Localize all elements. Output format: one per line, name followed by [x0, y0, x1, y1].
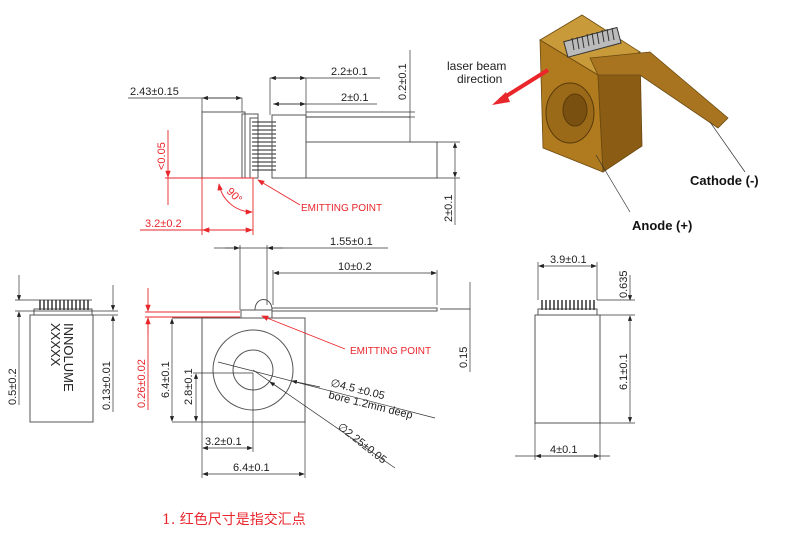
angle-label: 90° [224, 186, 244, 206]
dim-label: 3.9±0.1 [550, 254, 587, 266]
top-view: 2.43±0.15 2.2±0.1 2±0.1 0.2±0.1 2±0.1 <0… [128, 50, 460, 235]
dim-label: 0.15 [458, 347, 470, 368]
cathode-label: Cathode (-) [690, 173, 759, 188]
anode-label: Anode (+) [632, 218, 692, 233]
dim-label: 0.635 [618, 270, 630, 298]
dim-label: 3.2±0.2 [145, 218, 182, 230]
side-view: INNOLUME XXXXX 0.5±0.2 0.13±0.01 [7, 275, 118, 423]
dim-label: 0.5±0.2 [7, 368, 19, 405]
dim-label: 0.13±0.01 [101, 361, 113, 410]
dim-label: 1.55±0.1 [330, 236, 373, 248]
dim-label: 2±0.1 [443, 195, 455, 222]
diameter-label: ∅2.25±0.05 [335, 421, 388, 466]
marking-text: XXXXX [48, 323, 63, 367]
emitting-point-label: EMITTING POINT [350, 346, 431, 357]
beam-label: direction [457, 72, 502, 86]
note-text: 1. 红色尺寸是指交汇点 [162, 512, 306, 528]
dim-label: 6.1±0.1 [618, 353, 630, 390]
dim-label: 2±0.1 [341, 92, 368, 104]
front-view: 1.55±0.1 10±0.2 0.15 6.4±0.1 2.8±0.1 3.2… [136, 236, 471, 478]
emitting-point-label: EMITTING POINT [301, 203, 382, 214]
render-3d: laser beam direction Cathode (-) Anode (… [447, 14, 759, 233]
dim-label: 10±0.2 [338, 261, 372, 273]
right-view: 3.9±0.1 0.635 6.1±0.1 4±0.1 [515, 254, 635, 460]
dim-label: 0.2±0.1 [397, 63, 409, 100]
dim-label: 6.4±0.1 [160, 361, 172, 398]
beam-label: laser beam [447, 59, 506, 73]
dim-label: 2.8±0.1 [183, 368, 195, 405]
marking-text: INNOLUME [61, 323, 76, 392]
dim-label: 3.2±0.1 [205, 436, 242, 448]
dim-label: <0.05 [156, 142, 168, 170]
dim-label: 2.43±0.15 [130, 86, 179, 98]
dim-label: 2.2±0.1 [331, 66, 368, 78]
dim-label: 6.4±0.1 [233, 462, 270, 474]
dim-label: 0.26±0.02 [136, 359, 148, 408]
dim-label: 4±0.1 [550, 444, 577, 456]
